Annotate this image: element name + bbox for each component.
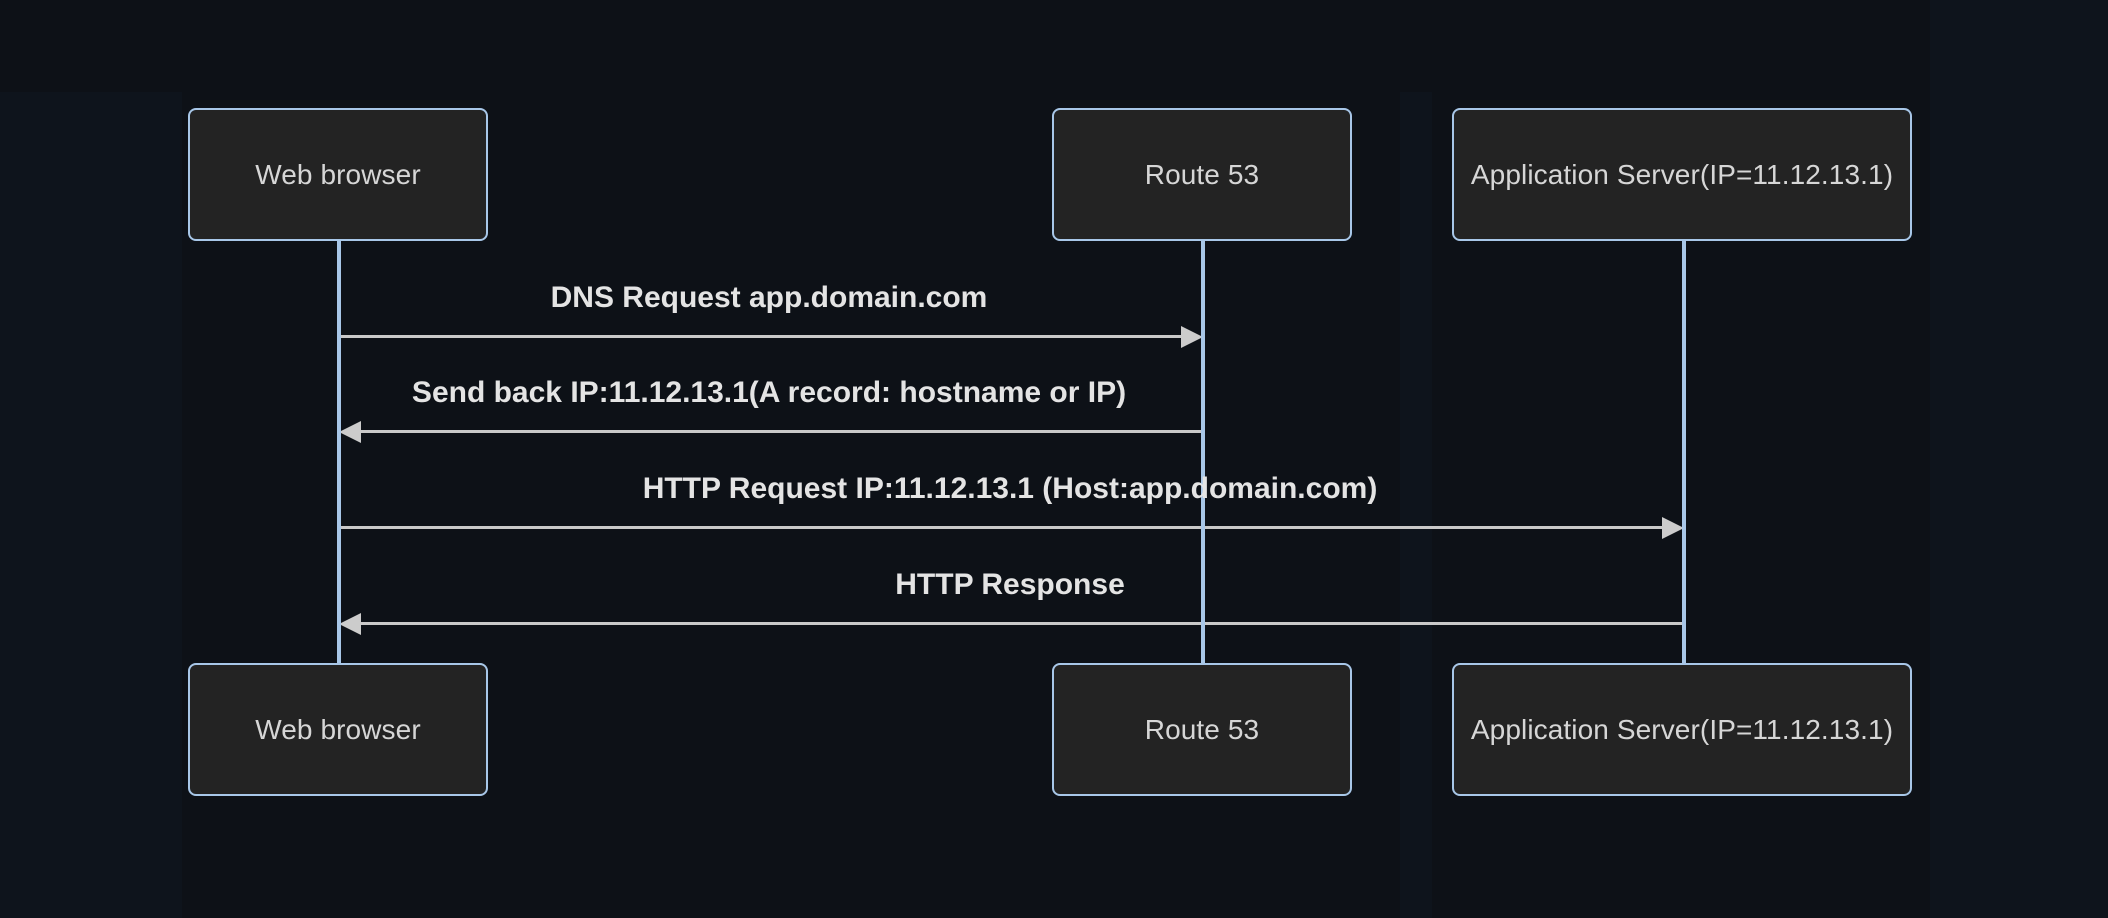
- actor-box-route53-top[interactable]: Route 53: [1052, 108, 1352, 241]
- message-label-1: DNS Request app.domain.com: [550, 281, 988, 314]
- actor-box-browser-bottom[interactable]: Web browser: [188, 663, 488, 796]
- message-label-4: HTTP Response: [895, 568, 1125, 601]
- message-arrowhead-4: [339, 613, 361, 635]
- message-line-2: [361, 430, 1201, 433]
- message-label-3: HTTP Request IP:11.12.13.1 (Host:app.dom…: [642, 472, 1378, 505]
- actor-label-browser-top: Web browser: [255, 158, 421, 190]
- lifeline-route53: [1201, 240, 1205, 700]
- message-line-1: [339, 335, 1181, 338]
- actor-box-appserver-bottom[interactable]: Application Server(IP=11.12.13.1): [1452, 663, 1912, 796]
- actor-label-browser-bottom: Web browser: [255, 713, 421, 745]
- lifeline-browser: [337, 240, 341, 700]
- actor-label-route53-bottom: Route 53: [1144, 713, 1260, 745]
- message-arrowhead-2: [339, 421, 361, 443]
- message-arrowhead-1: [1181, 326, 1203, 348]
- message-label-2: Send back IP:11.12.13.1(A record: hostna…: [411, 376, 1127, 409]
- background-band-left: [0, 92, 182, 918]
- actor-box-appserver-top[interactable]: Application Server(IP=11.12.13.1): [1452, 108, 1912, 241]
- message-line-3: [339, 526, 1662, 529]
- actor-box-browser-top[interactable]: Web browser: [188, 108, 488, 241]
- background-band-middle: [1400, 92, 1432, 918]
- actor-label-appserver-top: Application Server(IP=11.12.13.1): [1470, 158, 1894, 190]
- actor-label-appserver-bottom: Application Server(IP=11.12.13.1): [1470, 713, 1894, 745]
- message-line-4: [361, 622, 1684, 625]
- background-band-right: [1930, 0, 2108, 918]
- message-arrowhead-3: [1662, 517, 1684, 539]
- actor-label-route53-top: Route 53: [1144, 158, 1260, 190]
- lifeline-appserver: [1682, 240, 1686, 700]
- actor-box-route53-bottom[interactable]: Route 53: [1052, 663, 1352, 796]
